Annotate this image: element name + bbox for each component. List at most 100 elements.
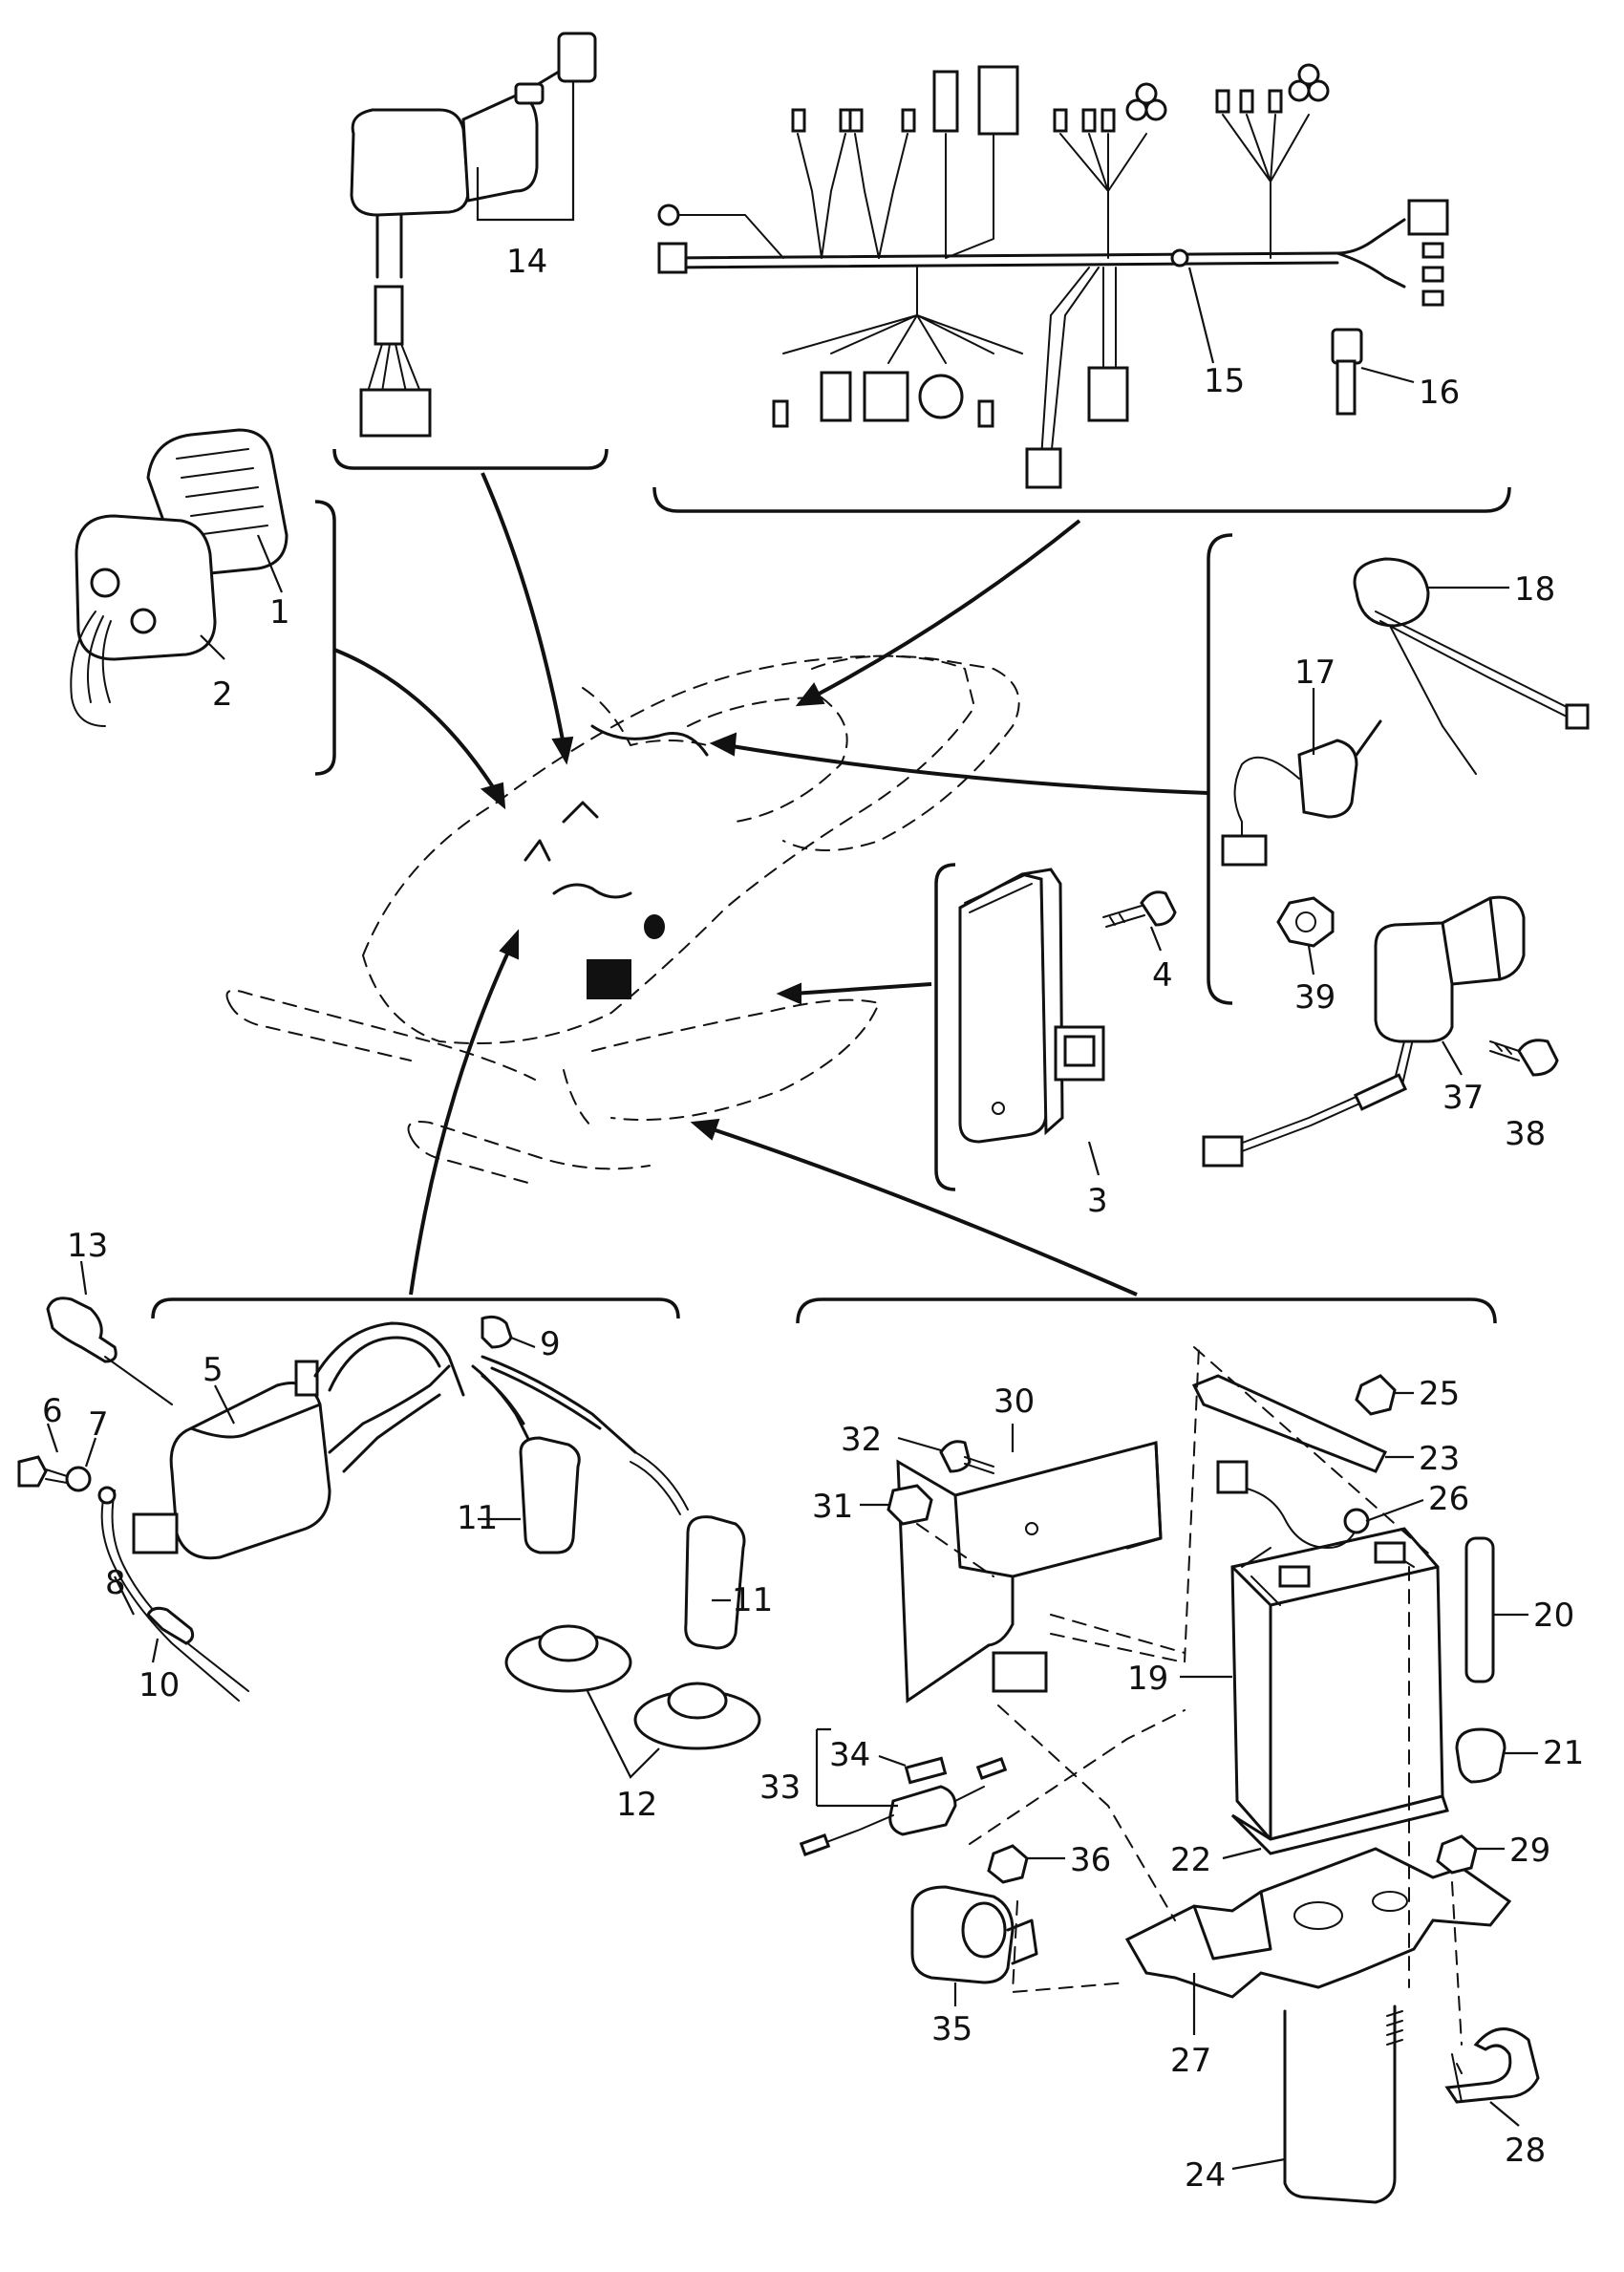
snowmobile-body bbox=[225, 654, 1020, 1186]
arrow-handlebar-to-body bbox=[333, 648, 499, 795]
leader-3 bbox=[1087, 1141, 1100, 1176]
arrowhead-harness bbox=[795, 682, 825, 707]
harness-connector-low-2 bbox=[820, 371, 852, 422]
battery-19 bbox=[1230, 1527, 1444, 1841]
callout-12: 12 bbox=[616, 1786, 657, 1824]
callout-16: 16 bbox=[1419, 374, 1460, 412]
callout-3: 3 bbox=[1087, 1182, 1108, 1220]
arrowhead-coil bbox=[499, 929, 519, 960]
bracket-handlebar-switch bbox=[314, 500, 336, 776]
leader-28 bbox=[1489, 2101, 1520, 2127]
harness-connector-top-8 bbox=[1081, 108, 1097, 133]
harness-connector-top-11 bbox=[1215, 89, 1230, 114]
assembly-dashed-lines bbox=[916, 1346, 1463, 2046]
callout-14: 14 bbox=[506, 243, 547, 281]
handlebar-switch bbox=[70, 428, 288, 727]
seat-outline bbox=[782, 654, 1020, 851]
fuse-holder-33 bbox=[888, 1785, 957, 1836]
leader-4 bbox=[1149, 926, 1163, 952]
strap-23 bbox=[1191, 1374, 1388, 1473]
callout-30: 30 bbox=[994, 1382, 1035, 1421]
callout-5: 5 bbox=[203, 1351, 224, 1389]
harness-connector-right-4 bbox=[1421, 289, 1444, 307]
location-arrows bbox=[333, 472, 1209, 1297]
harness-connector-top-5 bbox=[932, 70, 959, 133]
harness-branch-2 bbox=[854, 133, 908, 259]
screw-4 bbox=[1140, 890, 1177, 927]
nut-25 bbox=[1355, 1374, 1397, 1416]
leader-1 bbox=[256, 534, 284, 593]
cable-location-marker bbox=[562, 801, 599, 824]
main-switch-body bbox=[350, 108, 470, 217]
ski-right bbox=[407, 1121, 651, 1170]
leader-26 bbox=[1365, 1498, 1424, 1523]
callout-27: 27 bbox=[1170, 2042, 1211, 2080]
pad-22 bbox=[1230, 1794, 1449, 1855]
harness-branch-lower-3 bbox=[1102, 267, 1117, 374]
bolt-6 bbox=[17, 1455, 48, 1488]
clamp-13 bbox=[46, 1297, 118, 1363]
hv-lead-a bbox=[471, 1364, 537, 1454]
arrowhead-mainswitch bbox=[551, 736, 574, 765]
switch-button-2b bbox=[130, 608, 157, 634]
harness-trunk bbox=[667, 218, 1406, 289]
switch-wires-2 bbox=[70, 611, 112, 727]
leader-14 bbox=[476, 81, 575, 222]
cdi-side bbox=[1021, 868, 1064, 1136]
callout-33: 33 bbox=[759, 1768, 801, 1807]
harness-trunk-b bbox=[667, 261, 1339, 269]
harness-connector-low-5 bbox=[977, 399, 994, 428]
harness-clamp bbox=[1170, 248, 1189, 268]
washer-7 bbox=[65, 1466, 92, 1492]
main-switch-assembly bbox=[350, 32, 597, 438]
bolt-38 bbox=[1517, 1039, 1559, 1077]
harness-connector-low-3 bbox=[863, 371, 909, 422]
clip-9 bbox=[481, 1315, 513, 1349]
plug-cap-11a bbox=[519, 1436, 581, 1554]
main-switch-wires bbox=[367, 343, 421, 393]
ski-left-tip bbox=[228, 1002, 412, 1061]
track-outline bbox=[591, 998, 880, 1121]
callout-8: 8 bbox=[105, 1564, 126, 1602]
harness-connector-top-14 bbox=[1288, 63, 1330, 102]
coil-5-body bbox=[169, 1382, 331, 1560]
bracket-right-group bbox=[1207, 533, 1233, 1005]
main-switch-collar bbox=[461, 94, 539, 203]
arrowhead-battery bbox=[690, 1118, 720, 1141]
key-16 bbox=[1331, 328, 1415, 416]
leader-16 bbox=[1360, 366, 1415, 384]
harness-ground-lead bbox=[668, 214, 784, 259]
bracket-33 bbox=[815, 1727, 898, 1808]
arrow-mainswitch-to-body bbox=[481, 472, 566, 746]
bracket-main-switch bbox=[332, 448, 609, 470]
grip-1-ribs bbox=[176, 448, 268, 536]
callout-38: 38 bbox=[1505, 1115, 1546, 1153]
cdi-fins bbox=[964, 873, 1033, 913]
callout-13: 13 bbox=[67, 1227, 108, 1265]
switch-housing-2 bbox=[75, 514, 217, 661]
harness-connector-right-1 bbox=[1407, 199, 1449, 236]
harness-location-marker bbox=[552, 883, 632, 899]
arrow-cdi-to-body bbox=[792, 982, 932, 996]
ski-right-tip bbox=[410, 1136, 536, 1186]
callout-18: 18 bbox=[1514, 570, 1555, 609]
rod-24 bbox=[1283, 2004, 1397, 2204]
ski-leg bbox=[563, 1069, 593, 1128]
cdi-unit-3 bbox=[958, 868, 1177, 1176]
harness-left-connector bbox=[657, 242, 688, 274]
leader-2 bbox=[200, 634, 225, 660]
hood-outline bbox=[362, 654, 975, 1044]
tube-20 bbox=[1464, 1536, 1495, 1683]
callout-11b: 11 bbox=[732, 1581, 773, 1619]
arrowhead-cdi bbox=[776, 982, 801, 1005]
plug-cap-11b bbox=[684, 1515, 746, 1650]
fuse-34 bbox=[904, 1756, 948, 1785]
relay-37-top bbox=[1441, 896, 1502, 986]
harness-branch-1 bbox=[797, 133, 846, 259]
cover-30 bbox=[896, 1441, 1163, 1704]
hv-lead-b bbox=[481, 1355, 637, 1454]
cdi-location-marker bbox=[587, 959, 631, 999]
harness-branch-lower-1 bbox=[782, 267, 1023, 364]
callout-11a: 11 bbox=[457, 1499, 498, 1537]
